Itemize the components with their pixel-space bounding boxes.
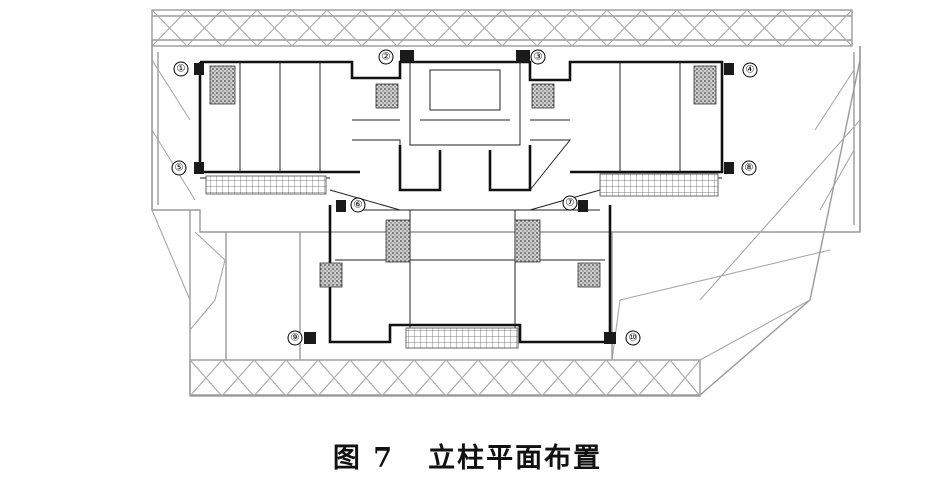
figure-number: 图 7 [332, 443, 395, 474]
svg-text:⑩: ⑩ [629, 333, 638, 344]
column-label-5: ⑤ [171, 160, 187, 176]
building-walls [198, 60, 724, 344]
core-wall-hatching [209, 65, 717, 288]
figure-caption: 图 7 立柱平面布置 [0, 436, 935, 475]
steel-truss-frame [151, 9, 861, 397]
column-label-3: ③ [530, 49, 546, 65]
steel-columns [194, 50, 734, 344]
svg-text:⑨: ⑨ [291, 333, 300, 344]
svg-text:③: ③ [534, 52, 543, 63]
svg-text:⑤: ⑤ [175, 163, 184, 174]
column-label-6: ⑥ [350, 197, 366, 213]
column-label-10: ⑩ [625, 330, 641, 346]
svg-text:⑦: ⑦ [566, 198, 575, 209]
svg-text:②: ② [382, 52, 391, 63]
column-label-4: ④ [742, 62, 758, 78]
column-label-2: ② [378, 49, 394, 65]
figure-title: 立柱平面布置 [428, 443, 603, 474]
column-label-1: ① [173, 61, 189, 77]
svg-text:⑥: ⑥ [354, 200, 363, 211]
svg-text:①: ① [177, 64, 186, 75]
column-label-7: ⑦ [562, 195, 578, 211]
floor-plan-diagram: ① ② ③ ④ ⑤ ⑥ ⑦ ⑧ ⑨ ⑩ [151, 9, 861, 397]
gridded-shafts [205, 173, 719, 349]
column-label-9: ⑨ [287, 330, 303, 346]
svg-text:⑧: ⑧ [745, 163, 754, 174]
column-label-8: ⑧ [741, 160, 757, 176]
svg-text:④: ④ [746, 65, 755, 76]
